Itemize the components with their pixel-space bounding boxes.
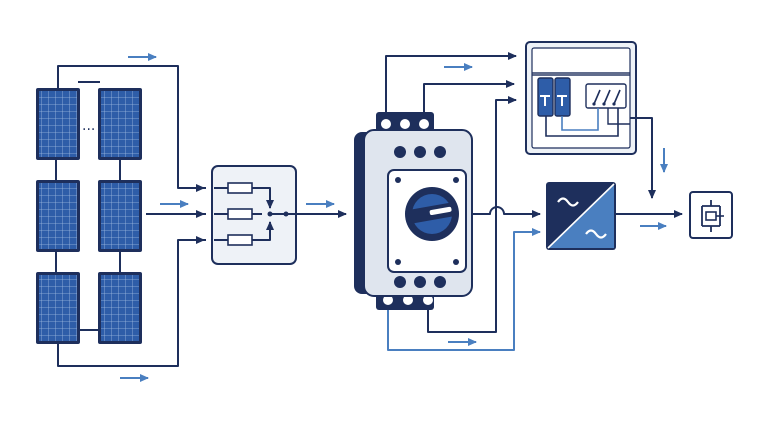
pv-ellipsis: ... bbox=[82, 118, 95, 134]
isolator-top-wire-1 bbox=[385, 52, 517, 118]
combiner-box bbox=[178, 165, 297, 265]
ac-dc-conversion-icon bbox=[557, 197, 607, 239]
isolator-output-wire bbox=[472, 206, 541, 218]
solar-panel bbox=[36, 272, 80, 344]
panel-output-wire bbox=[630, 117, 656, 199]
solar-panel bbox=[36, 88, 80, 160]
switch-contacts-icon bbox=[585, 83, 627, 109]
rotary-switch-icon bbox=[405, 187, 459, 241]
fuse-icon bbox=[227, 182, 253, 194]
solar-panel bbox=[36, 180, 80, 252]
isolator-top-wire-2 bbox=[423, 80, 515, 118]
solar-pv-array: ... bbox=[36, 65, 206, 367]
grid-meter bbox=[689, 191, 733, 239]
isolator-bottom-wire-light bbox=[387, 228, 541, 351]
grid-connection-icon bbox=[701, 200, 724, 232]
inverter bbox=[546, 182, 616, 250]
circuit-breaker-icon bbox=[537, 77, 571, 117]
solar-panel bbox=[98, 272, 142, 344]
fuse-icon bbox=[227, 234, 253, 246]
solar-panel bbox=[98, 180, 142, 252]
dc-isolator-switch bbox=[354, 112, 473, 310]
solar-panel bbox=[98, 88, 142, 160]
isolator-bottom-wire-dark bbox=[427, 96, 517, 333]
fuse-icon bbox=[227, 208, 253, 220]
protection-panel bbox=[525, 41, 637, 155]
